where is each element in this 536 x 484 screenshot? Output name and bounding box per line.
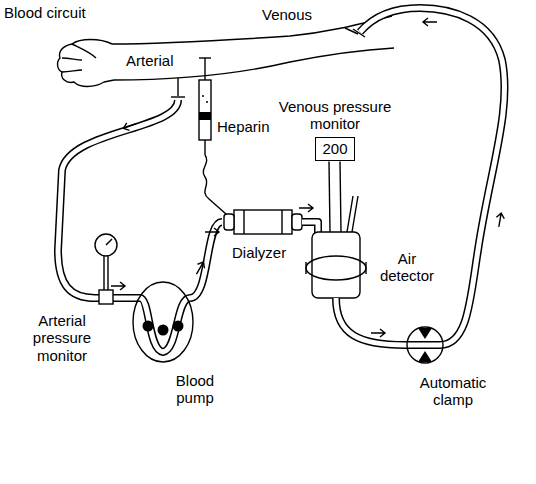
automatic-clamp-part bbox=[418, 351, 432, 362]
venous-line-part bbox=[352, 196, 358, 232]
flow-arrows-part bbox=[193, 260, 207, 276]
flow-arrows-part bbox=[205, 228, 219, 236]
air-detector-chamber-part bbox=[305, 262, 306, 274]
part-label: Venous bbox=[262, 6, 312, 23]
flow-arrows-part bbox=[423, 18, 437, 26]
blood-pump-part bbox=[173, 321, 184, 332]
flow-arrows-part bbox=[371, 329, 385, 337]
automatic-clamp-part bbox=[418, 328, 432, 339]
arm-part bbox=[62, 70, 82, 72]
heparin-syringe-part bbox=[206, 101, 208, 103]
heparin-syringe-part bbox=[199, 112, 211, 120]
dialyzer-part bbox=[281, 210, 282, 234]
part-label: Automatic clamp bbox=[398, 374, 508, 409]
part-label: Dialyzer bbox=[232, 244, 286, 261]
arterial-pressure-gauge-part bbox=[103, 256, 104, 293]
flow-arrows-part bbox=[495, 212, 505, 227]
heparin-syringe bbox=[199, 58, 226, 214]
flow-arrows bbox=[111, 18, 505, 337]
return-tube-part bbox=[336, 8, 505, 345]
dialyzer-part bbox=[243, 210, 244, 234]
arm-part bbox=[62, 58, 82, 60]
blood-pump-part bbox=[133, 282, 193, 362]
arm-part bbox=[112, 16, 392, 44]
pressure-monitor-box: Venous pressure monitor 200 bbox=[270, 98, 400, 161]
return-tube-part bbox=[345, 28, 358, 34]
heparin-syringe-part bbox=[199, 80, 211, 140]
heparin-syringe-part bbox=[202, 95, 204, 97]
arterial-tube-part bbox=[171, 96, 185, 97]
heparin-syringe-part bbox=[204, 140, 205, 155]
venous-line-part bbox=[347, 196, 353, 232]
arm-part bbox=[58, 40, 114, 87]
venous-line-part bbox=[340, 162, 341, 233]
venous-line bbox=[302, 162, 358, 237]
part-label: Arterial bbox=[126, 52, 174, 69]
part-label: Air detector bbox=[372, 250, 442, 285]
part-label: Arterial pressure monitor bbox=[22, 312, 102, 364]
dialyzer-part bbox=[224, 214, 234, 230]
part-label: Heparin bbox=[217, 118, 270, 135]
return-tube-part bbox=[336, 8, 505, 345]
heparin-syringe-part bbox=[203, 155, 226, 214]
heparin-syringe-part bbox=[204, 58, 205, 80]
arterial-pressure-gauge-part bbox=[99, 290, 113, 304]
arm-part bbox=[114, 48, 394, 80]
arm-part bbox=[72, 44, 96, 58]
blood-pump-part bbox=[158, 325, 169, 336]
air-detector-chamber-part bbox=[365, 262, 366, 274]
arterial-pressure-gauge-part bbox=[107, 256, 108, 293]
return-tube bbox=[336, 8, 505, 345]
air-detector-chamber bbox=[306, 232, 366, 298]
venous-line-part bbox=[329, 162, 330, 233]
blood-pump bbox=[133, 282, 193, 362]
monitor-heading: Venous pressure monitor bbox=[270, 98, 400, 133]
air-detector-chamber-part bbox=[312, 232, 360, 298]
arterial-tube-part bbox=[177, 78, 178, 96]
arterial-pressure-gauge-part bbox=[106, 239, 112, 245]
diagram-title: Blood circuit bbox=[4, 4, 86, 21]
dialyzer-part bbox=[234, 210, 292, 234]
flow-arrows-part bbox=[299, 204, 313, 212]
dialyzer-part bbox=[292, 214, 302, 230]
part-label: Blood pump bbox=[160, 372, 230, 407]
automatic-clamp bbox=[407, 327, 443, 363]
arm bbox=[58, 16, 394, 87]
automatic-clamp-part bbox=[407, 327, 443, 363]
arterial-pressure-gauge-part bbox=[95, 234, 117, 256]
arterial-pressure-gauge bbox=[95, 234, 117, 304]
flow-arrows-part bbox=[111, 282, 125, 290]
flow-arrows-part bbox=[122, 120, 138, 132]
dialyzer bbox=[224, 210, 302, 234]
blood-pump-part bbox=[143, 321, 154, 332]
arterial-tube bbox=[58, 78, 222, 352]
pressure-reading: 200 bbox=[315, 137, 354, 161]
air-detector-chamber-part bbox=[306, 256, 366, 280]
